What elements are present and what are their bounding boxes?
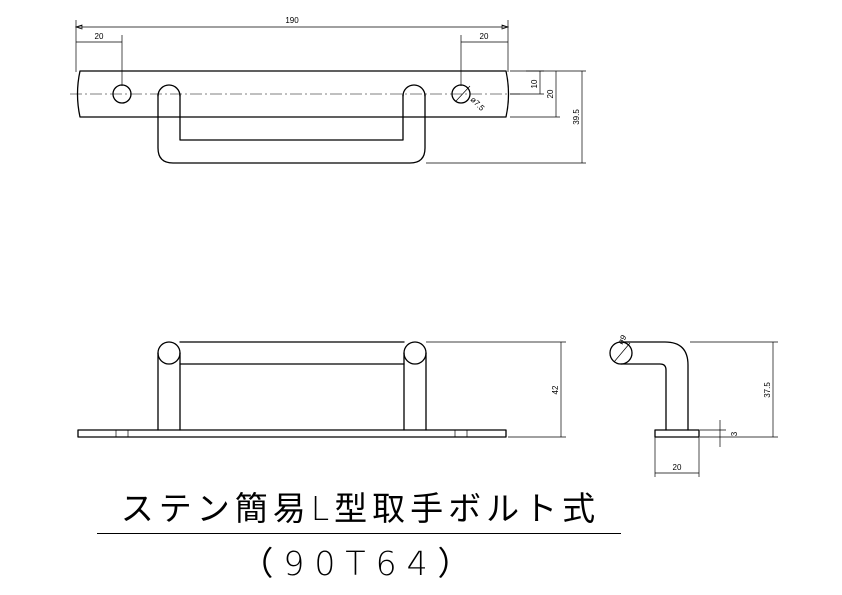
dim-front-height: 42 — [551, 385, 560, 394]
dim-plate-width: 20 — [546, 89, 555, 98]
plan-plate-outline — [76, 70, 510, 118]
drawing-title: ステン簡易L型取手ボルト式 — [120, 489, 601, 528]
side-view: ø9 37.5 3 20 — [609, 333, 778, 477]
plan-handle-left-cap — [157, 84, 181, 97]
plan-handle-right-cap — [402, 84, 426, 97]
side-rod-end — [609, 341, 633, 365]
plan-hole-leader — [455, 85, 471, 102]
dim-side-plate-width: 20 — [673, 463, 682, 472]
plan-handle-inner — [179, 93, 404, 141]
dim-hole-center: 10 — [530, 79, 539, 88]
dim-total-depth: 39.5 — [572, 109, 581, 125]
title-underline — [97, 533, 621, 534]
model-number: （90T64） — [240, 544, 481, 583]
dim-left-hole-offset: 20 — [95, 32, 104, 41]
front-right-rod-end — [403, 341, 427, 365]
front-view: 42 — [77, 341, 566, 438]
side-base-plate — [654, 429, 700, 438]
plan-view: 190 20 20 ø7.5 10 20 39.5 — [70, 16, 586, 164]
dim-side-height: 37.5 — [763, 382, 772, 398]
dim-right-hole-offset: 20 — [480, 32, 489, 41]
dim-plate-thickness: 3 — [730, 431, 739, 436]
plan-handle-outer — [157, 93, 426, 164]
side-rod-outer — [620, 341, 689, 431]
side-rod-inner — [620, 363, 667, 431]
front-left-rod-end — [157, 341, 181, 365]
dim-hole-dia: ø7.5 — [469, 95, 487, 113]
front-base-plate — [77, 429, 507, 438]
dim-overall-length: 190 — [285, 16, 299, 25]
